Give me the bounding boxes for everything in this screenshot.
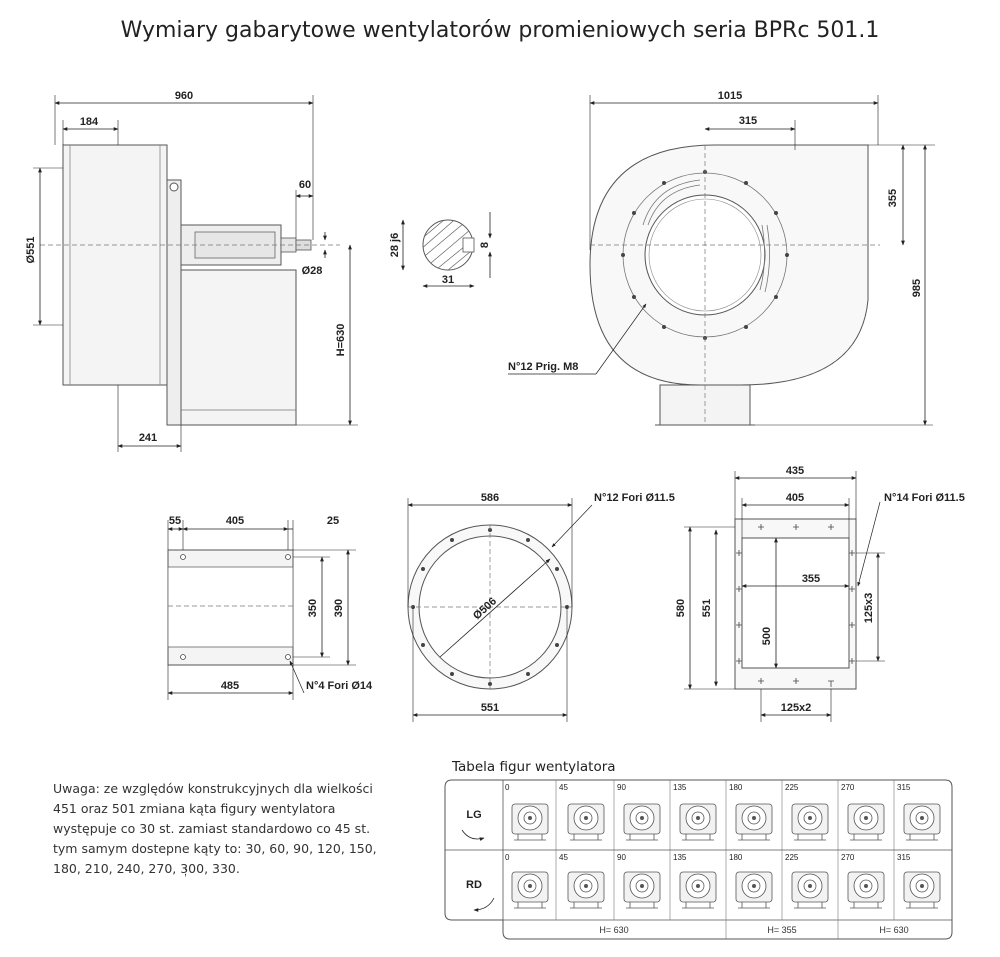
side-view: 960 184 60 Ø28 Ø551 H=630 241: [25, 90, 358, 452]
angle-lg-315: 315: [897, 783, 911, 792]
page-title: Wymiary gabarytowe wentylatorów promieni…: [120, 18, 880, 43]
dim-base-b: 405: [226, 515, 244, 527]
angle-rd-180: 180: [729, 853, 743, 862]
dim-inlet-dia: Ø551: [25, 237, 37, 264]
dim-key-d3: 31: [442, 274, 454, 286]
bolts-label: N°12 Prig. M8: [508, 361, 578, 373]
dim-outlet-offset: 315: [739, 115, 757, 127]
angle-rd-0: 0: [505, 853, 510, 862]
dim-base-f: 485: [221, 680, 239, 692]
dim-outlet-w-inner: 355: [802, 573, 820, 585]
dim-key-d1: 28 j6: [389, 233, 401, 257]
inlet-holes-label: N°12 Fori Ø11.5: [594, 492, 675, 504]
angle-rd-135: 135: [673, 853, 687, 862]
angle-lg-270: 270: [841, 783, 855, 792]
dim-base-c: 25: [327, 515, 339, 527]
angle-lg-135: 135: [673, 783, 687, 792]
dim-base-a: 55: [169, 515, 181, 527]
dim-flange-inner: 551: [481, 702, 499, 714]
angle-rd-225: 225: [785, 853, 799, 862]
note-text: Uwaga: ze względów konstrukcyjnych dla w…: [53, 781, 377, 876]
angle-rd-90: 90: [617, 853, 626, 862]
row-label-rd: RD: [466, 879, 482, 891]
row-label-lg: LG: [466, 809, 481, 821]
dim-outlet-h-outer: 580: [675, 599, 687, 617]
outlet-holes-label: N°14 Fori Ø11.5: [884, 492, 965, 504]
dim-shaft-dia: Ø28: [302, 265, 323, 277]
outlet-flange: 435 405 355 580 551 500 125x3 125x2 N°14…: [675, 465, 965, 722]
shaft-key-detail: 28 j6 8 31: [389, 212, 492, 288]
base-view: 55 405 25 350 390 485 N°4 Fori Ø14: [167, 515, 373, 700]
angle-rd-315: 315: [897, 853, 911, 862]
base-holes-label: N°4 Fori Ø14: [306, 680, 373, 692]
dim-height: H=630: [335, 324, 347, 357]
height-group-1: H= 630: [599, 925, 628, 935]
dim-outlet-pitch-h: 125x2: [781, 702, 812, 714]
front-view: 1015 315 355 985 N°12 Prig. M8: [508, 90, 935, 426]
figure-table: LG RD 0 45 90 135 180 225 270 315 0 45 9…: [444, 779, 953, 940]
dim-base-e: 390: [333, 599, 345, 617]
dim-front-width: 1015: [718, 90, 742, 102]
dim-shaft-protrusion: 60: [299, 179, 311, 191]
inlet-flange: 586 Ø506 551 N°12 Fori Ø11.5: [407, 492, 675, 722]
dim-outlet-w-mid: 405: [786, 492, 804, 504]
height-group-2: H= 355: [767, 925, 796, 935]
height-group-3: H= 630: [879, 925, 908, 935]
dim-flange-outer: 586: [481, 492, 499, 504]
dim-top-offset: 355: [887, 189, 899, 207]
angle-rd-270: 270: [841, 853, 855, 862]
dim-front-height: 985: [911, 279, 923, 297]
angle-lg-180: 180: [729, 783, 743, 792]
dim-total-length: 960: [175, 90, 193, 102]
dim-outlet-pitch-v: 125x3: [863, 593, 875, 624]
angle-lg-225: 225: [785, 783, 799, 792]
angle-lg-45: 45: [559, 783, 568, 792]
dim-key-d2: 8: [479, 242, 491, 248]
dim-outlet-w-outer: 435: [786, 465, 804, 477]
dim-outlet-h-inner: 500: [761, 627, 773, 645]
figure-table-title: Tabela figur wentylatora: [452, 759, 616, 775]
angle-rd-45: 45: [559, 853, 568, 862]
dim-outlet-h-mid: 551: [701, 599, 713, 617]
note-mark: ;: [184, 866, 188, 878]
angle-lg-0: 0: [505, 783, 510, 792]
dim-base-d: 350: [307, 599, 319, 617]
dim-inlet-offset: 184: [80, 116, 99, 128]
dim-base-offset: 241: [139, 432, 157, 444]
angle-lg-90: 90: [617, 783, 626, 792]
